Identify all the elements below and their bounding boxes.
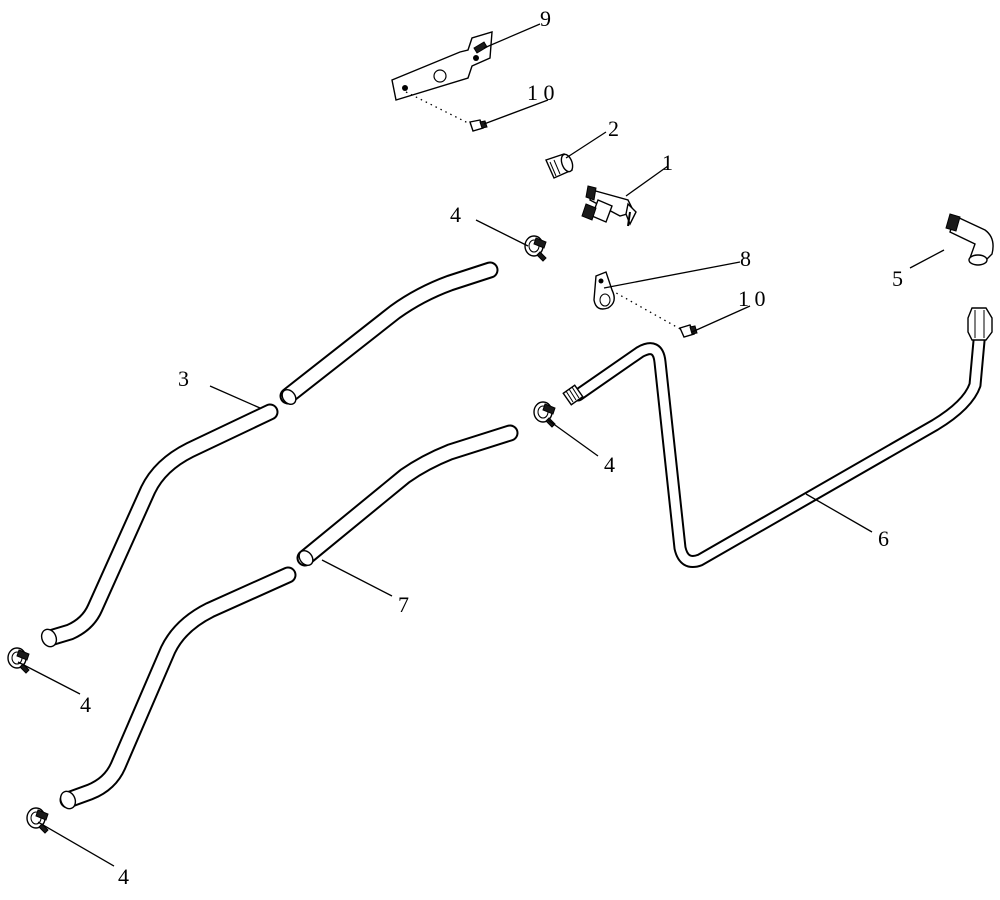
callout-3: 3 xyxy=(178,366,189,391)
callout-6: 6 xyxy=(878,526,889,551)
callout-5: 5 xyxy=(892,266,903,291)
callout-10-upper: 1 0 xyxy=(527,80,555,105)
callout-4-mid: 4 xyxy=(604,452,615,477)
hose-clamp-4-top xyxy=(524,235,547,262)
hose-clamp-4-left-upper xyxy=(7,647,30,674)
bracket-9 xyxy=(391,31,493,101)
callout-10-lower: 1 0 xyxy=(738,286,766,311)
threaded-end xyxy=(562,384,584,406)
hose-clamp-4-left-lower xyxy=(26,807,49,834)
callout-9: 9 xyxy=(540,6,551,31)
p-clip-8 xyxy=(593,271,615,310)
callout-labels: 9 1 0 2 1 4 8 5 1 0 3 4 6 7 4 4 xyxy=(80,6,903,889)
callout-4-left-lower: 4 xyxy=(118,864,129,889)
hose-clamp-4-mid xyxy=(533,401,556,428)
callout-4-left-upper: 4 xyxy=(80,692,91,717)
bolt-10-upper xyxy=(405,91,488,132)
callout-2: 2 xyxy=(608,116,619,141)
callout-8: 8 xyxy=(740,246,751,271)
hose-3 xyxy=(40,261,499,648)
callout-4-top: 4 xyxy=(450,202,461,227)
elbow-fitting-5 xyxy=(945,213,994,266)
hex-nut xyxy=(967,307,993,341)
hose-7 xyxy=(59,424,519,810)
fitting-2 xyxy=(545,153,574,179)
bolt-10-lower xyxy=(601,284,698,338)
leader-lines xyxy=(17,23,945,867)
callout-7: 7 xyxy=(398,592,409,617)
callout-1: 1 xyxy=(662,150,673,175)
tee-valve-1 xyxy=(581,185,637,227)
tube-6 xyxy=(562,307,993,568)
